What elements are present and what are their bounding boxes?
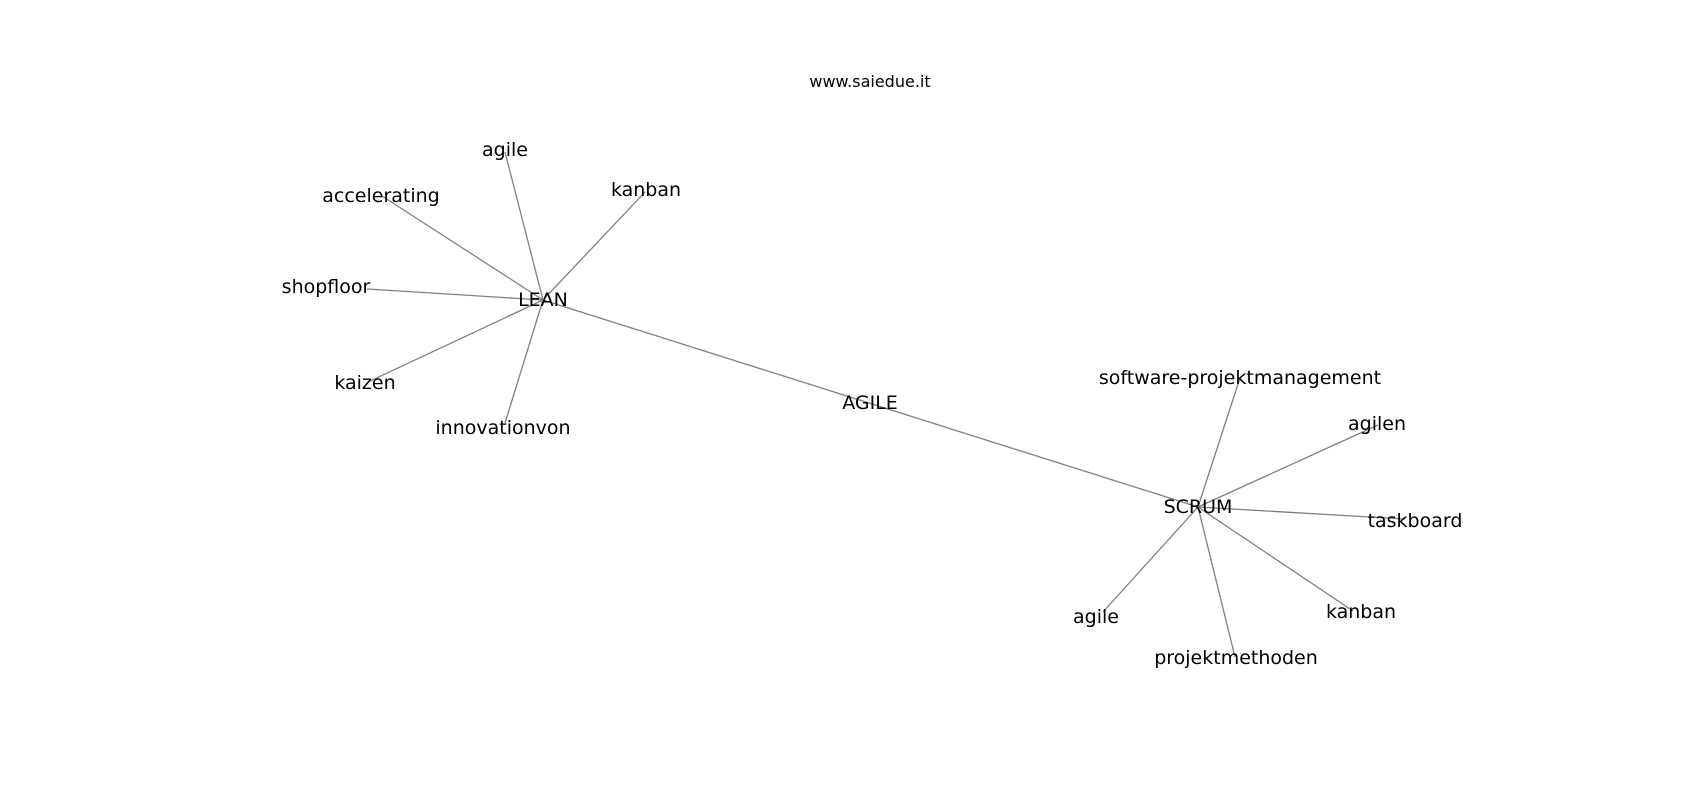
node-lean-innovationvon: innovationvon [435,417,570,439]
edge-scrum-scrum_taskboard [1197,506,1406,520]
node-scrum-agilen: agilen [1348,413,1406,435]
edge-lean-lean_accelerating [381,195,544,301]
edge-scrum-scrum_software [1197,377,1241,508]
node-scrum-agile: agile [1073,606,1119,628]
node-agile-center: AGILE [842,392,898,414]
node-lean-agile: agile [482,139,528,161]
node-scrum-projektmethoden: projektmethoden [1154,647,1318,669]
watermark-text: www.saiedue.it [809,72,930,91]
edge-lean-lean_kaizen [367,299,544,383]
node-lean: LEAN [518,289,568,311]
node-scrum-kanban: kanban [1326,601,1396,623]
node-scrum: SCRUM [1164,496,1233,518]
edge-scrum-scrum_projektmethoden [1197,506,1236,658]
edge-scrum-scrum_agile [1102,506,1199,613]
node-scrum-taskboard: taskboard [1368,510,1463,532]
node-lean-accelerating: accelerating [322,185,439,207]
node-lean-kanban: kanban [611,179,681,201]
edge-layer [366,151,1406,658]
edge-lean-scrum [542,299,1199,508]
node-scrum-software: software-projektmanagement [1099,367,1381,389]
node-lean-shopfloor: shopfloor [282,276,371,298]
edge-scrum-scrum_kanban [1197,506,1354,612]
edge-lean-lean_innovationvon [504,299,544,424]
node-layer: AGILE LEAN SCRUM agile accelerating kanban sho… [282,139,1463,669]
edge-lean-lean_shopfloor [366,288,544,301]
node-lean-kaizen: kaizen [334,372,395,394]
edge-lean-lean_kanban [542,191,646,301]
edge-scrum-scrum_agilen [1197,424,1379,508]
edge-lean-lean_agile [504,151,544,301]
